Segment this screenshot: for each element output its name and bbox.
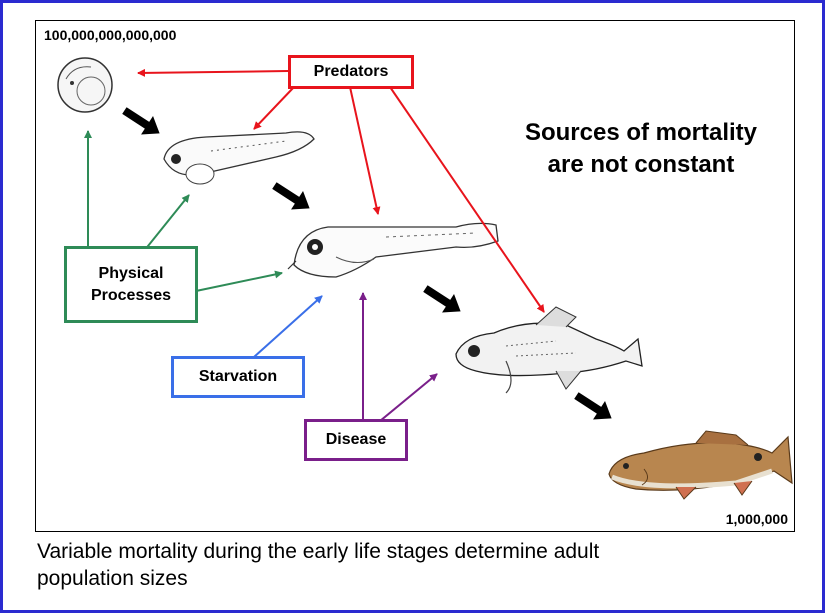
stage-arrow bbox=[268, 176, 315, 217]
predators-box: Predators bbox=[288, 55, 414, 89]
larva-stage-illustration bbox=[288, 223, 498, 277]
disease-box: Disease bbox=[304, 419, 408, 461]
stage-arrow bbox=[419, 279, 466, 320]
egg-count-label: 100,000,000,000,000 bbox=[44, 27, 176, 43]
egg-stage-illustration bbox=[58, 58, 112, 112]
physical-label-line-1: Physical bbox=[99, 263, 164, 285]
caption-line-1: Variable mortality during the early life… bbox=[37, 538, 797, 565]
yolk-sac-larva-illustration bbox=[164, 132, 314, 184]
stage-arrow bbox=[570, 386, 617, 427]
headline-line-2: are not constant bbox=[501, 149, 781, 181]
stage-arrow bbox=[118, 101, 165, 142]
adult-count-label: 1,000,000 bbox=[726, 511, 788, 527]
starvation-box: Starvation bbox=[171, 356, 305, 398]
physical-label-line-2: Processes bbox=[91, 285, 171, 307]
headline-line-1: Sources of mortality bbox=[501, 117, 781, 149]
starvation-arrow bbox=[254, 296, 322, 357]
juvenile-fish-illustration bbox=[456, 307, 642, 393]
slide-caption: Variable mortality during the early life… bbox=[37, 538, 797, 593]
starvation-label: Starvation bbox=[199, 366, 277, 388]
adult-fish-illustration bbox=[609, 431, 792, 499]
disease-arrows bbox=[363, 293, 437, 421]
diagram-panel: 100,000,000,000,000 1,000,000 Sources of… bbox=[35, 20, 795, 532]
caption-line-2: population sizes bbox=[37, 565, 797, 592]
predators-label: Predators bbox=[314, 61, 389, 83]
disease-label: Disease bbox=[326, 429, 387, 451]
mortality-headline: Sources of mortality are not constant bbox=[501, 117, 781, 182]
physical-processes-box: Physical Processes bbox=[64, 246, 198, 323]
